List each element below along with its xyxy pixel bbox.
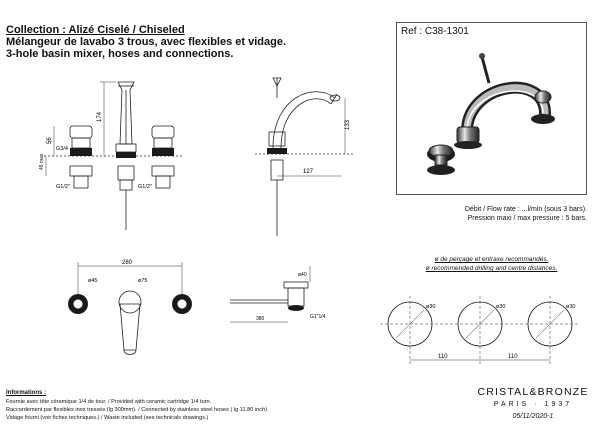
info-title: Informations : — [6, 390, 46, 396]
dim-133: 133 — [345, 119, 351, 130]
max-pressure-spec: Pression maxi / max pressure : 5 bars. — [467, 215, 587, 222]
dim-110-right: 110 — [508, 354, 518, 360]
dim-g12-right: G1/2" — [138, 184, 152, 190]
dim-g12-left: G1/2" — [56, 184, 70, 190]
brand-name: CRISTAL&BRONZE — [477, 386, 589, 398]
brand-sub: PARIS · 1937 — [493, 401, 573, 408]
drilling-diagram: ø30 ø30 ø30 110 110 — [380, 296, 580, 364]
side-elevation-drawing: 133 127 — [255, 77, 355, 236]
dim-380: 380 — [256, 316, 265, 322]
dim-45: 45 max — [39, 153, 45, 170]
collection-title: Collection : Alizé Ciselé / Chiseled — [6, 24, 185, 36]
dim-d75: ø75 — [138, 278, 147, 284]
dim-280: 280 — [122, 260, 133, 266]
reference-box: Ref : C38-1301 — [396, 22, 587, 195]
product-title-en: 3-hole basin mixer, hoses and connection… — [6, 48, 234, 60]
dim-d45: ø45 — [88, 278, 97, 284]
info-line-3: Vidage fourni (voir fiches techniques.) … — [6, 415, 209, 421]
dim-g34: G3/4 — [56, 146, 68, 152]
product-render — [427, 53, 555, 175]
dim-56: 56 — [47, 137, 53, 144]
product-title-fr: Mélangeur de lavabo 3 trous, avec flexib… — [6, 36, 286, 48]
reference-code: Ref : C38-1301 — [401, 26, 469, 37]
drilling-note-en: ø recommended drilling and centre distan… — [425, 265, 558, 272]
dim-waste-thread: G1"1/4 — [310, 314, 326, 320]
dim-d30-center: ø30 — [496, 304, 505, 310]
dim-127: 127 — [303, 169, 314, 175]
dim-d40: ø40 — [298, 272, 307, 278]
plan-view-drawing: 280 ø45 ø75 — [68, 260, 192, 355]
info-line-1: Fournie avec tête céramique 1/4 de tour.… — [6, 399, 212, 405]
dim-174: 174 — [97, 111, 103, 122]
document-date: 05/11/2020-1 — [512, 413, 554, 420]
drilling-note-fr: ø de perçage et entraxe recommandés. — [434, 256, 549, 263]
info-line-2: Raccordement par flexibles inox tressés … — [6, 407, 268, 413]
dim-d30-left: ø30 — [426, 304, 435, 310]
waste-drawing: 380 ø40 G1"1/4 — [230, 266, 326, 323]
dim-110-left: 110 — [438, 354, 448, 360]
dim-d30-right: ø30 — [566, 304, 575, 310]
front-elevation-drawing: 56 45 max 174 G3/4 G1/2" G1/2" — [39, 81, 184, 230]
flow-rate-spec: Débit / Flow rate : ...l/min (sous 3 bar… — [464, 206, 587, 213]
